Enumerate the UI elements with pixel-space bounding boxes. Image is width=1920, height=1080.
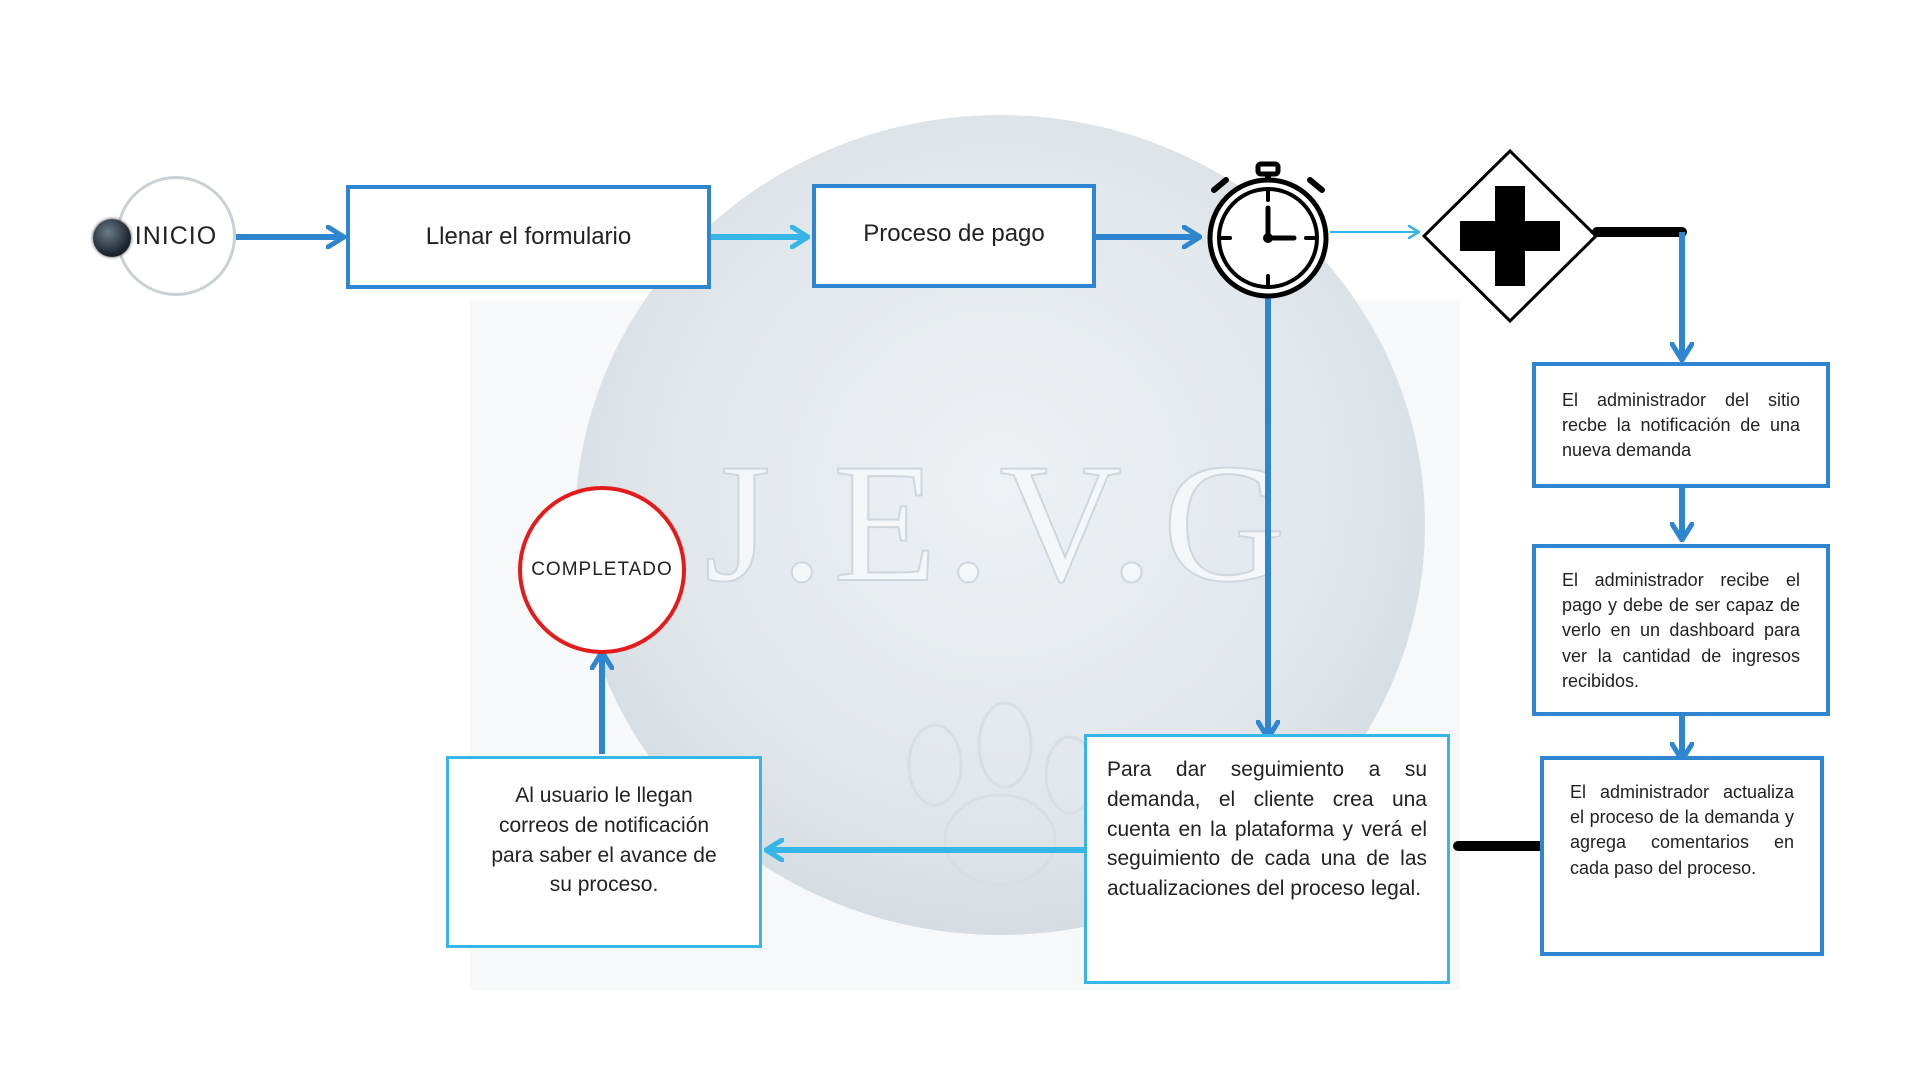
- admin-notice-step: El administrador del sitio recbe la noti…: [1532, 362, 1830, 488]
- form-step-label: Llenar el formulario: [425, 222, 632, 250]
- admin-payment-step: El administrador recibe el pago y debe d…: [1532, 544, 1830, 716]
- start-label: INICIO: [134, 221, 218, 250]
- plus-diamond-icon: [1421, 148, 1599, 324]
- payment-step-label: Proceso de pago: [863, 220, 1045, 247]
- admin-payment-label: El administrador recibe el pago y debe d…: [1562, 570, 1800, 691]
- end-label: COMPLETADO: [531, 559, 673, 580]
- client-tracking-label: Para dar seguimiento a su demanda, el cl…: [1107, 758, 1427, 901]
- end-node: COMPLETADO: [518, 486, 686, 654]
- watermark-disc: [575, 115, 1425, 935]
- client-tracking-step: Para dar seguimiento a su demanda, el cl…: [1084, 734, 1450, 984]
- start-node: INICIO: [116, 176, 236, 296]
- notifications-step: Al usuario le llegan correos de notifica…: [446, 756, 762, 948]
- payment-step: Proceso de pago: [812, 184, 1096, 288]
- watermark-letters: J.E.V.G: [704, 429, 1295, 617]
- admin-update-label: El administrador actualiza el proceso de…: [1570, 782, 1794, 878]
- admin-notice-label: El administrador del sitio recbe la noti…: [1562, 390, 1800, 461]
- form-step: Llenar el formulario: [346, 185, 711, 289]
- notifications-label: Al usuario le llegan correos de notifica…: [491, 784, 717, 897]
- admin-update-step: El administrador actualiza el proceso de…: [1540, 756, 1824, 956]
- stopwatch-icon: [1207, 161, 1329, 299]
- dark-orb-icon: [93, 219, 131, 257]
